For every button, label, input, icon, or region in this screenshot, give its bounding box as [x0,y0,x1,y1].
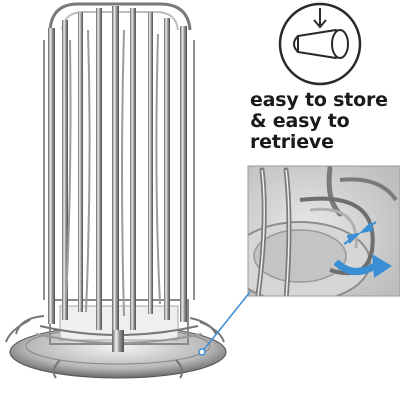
squeeze-arrows-icon [343,221,377,245]
down-arrow-icon [313,8,327,29]
pod-insert-icon [278,2,362,86]
rack-rods [48,6,187,332]
tagline-line-2: & easy to [250,110,350,132]
tagline-line-1: easy to store [250,89,388,111]
callout-pointer [198,291,251,356]
tagline-text: easy to store & easy to retrieve [250,90,400,153]
coffee-pod-rack [5,2,227,379]
tagline-line-3: retrieve [250,131,334,153]
detail-inset [247,165,400,297]
rotation-arrow-icon [333,254,392,278]
